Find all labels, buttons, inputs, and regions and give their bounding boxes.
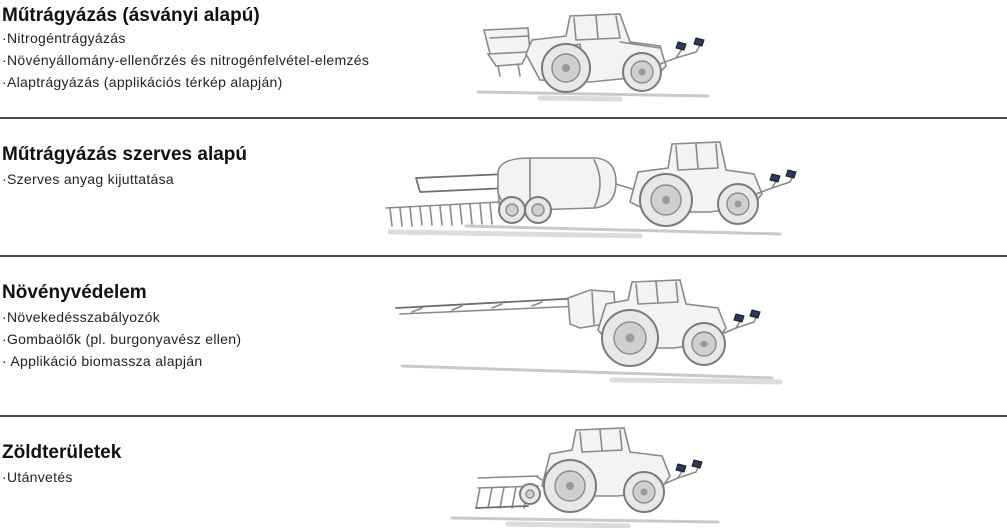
section-divider [0, 255, 1007, 257]
list-item: Alaptrágyázás (applikációs térkép alapjá… [2, 71, 369, 93]
section-item-list: Nitrogéntrágyázás Növényállomány-ellenőr… [2, 27, 369, 93]
list-item: Gombaölők (pl. burgonyavész ellen) [2, 328, 241, 350]
section-title: Műtrágyázás (ásványi alapú) [2, 5, 260, 26]
list-item: Növényállomány-ellenőrzés és nitrogénfel… [2, 49, 369, 71]
list-item: Applikáció biomassza alapján [2, 350, 241, 372]
section-title: Zöldterületek [2, 442, 122, 463]
list-item: Növekedésszabályozók [2, 306, 241, 328]
section-title: Műtrágyázás szerves alapú [2, 144, 248, 165]
section-crop-protection: Növényvédelem Növekedésszabályozók Gomba… [0, 258, 1007, 414]
tractor-with-spreader-icon [476, 13, 710, 102]
section-divider [0, 415, 1007, 417]
list-item: Szerves anyag kijuttatása [2, 168, 174, 190]
tractor-with-seeder-icon [450, 427, 720, 528]
tractor-with-field-sprayer-icon [395, 279, 783, 385]
section-green-areas: Zöldterületek Utánvetés [0, 418, 1007, 528]
section-title: Növényvédelem [2, 282, 147, 303]
tractor-with-slurry-tanker-icon [385, 141, 797, 239]
section-item-list: Szerves anyag kijuttatása [2, 168, 174, 190]
section-item-list: Növekedésszabályozók Gombaölők (pl. burg… [2, 306, 241, 372]
section-mineral-fertilization: Műtrágyázás (ásványi alapú) Nitrogéntrág… [0, 0, 1007, 116]
section-organic-fertilization: Műtrágyázás szerves alapú Szerves anyag … [0, 120, 1007, 254]
list-item: Utánvetés [2, 466, 73, 488]
section-item-list: Utánvetés [2, 466, 73, 488]
list-item: Nitrogéntrágyázás [2, 27, 369, 49]
section-divider [0, 117, 1007, 119]
